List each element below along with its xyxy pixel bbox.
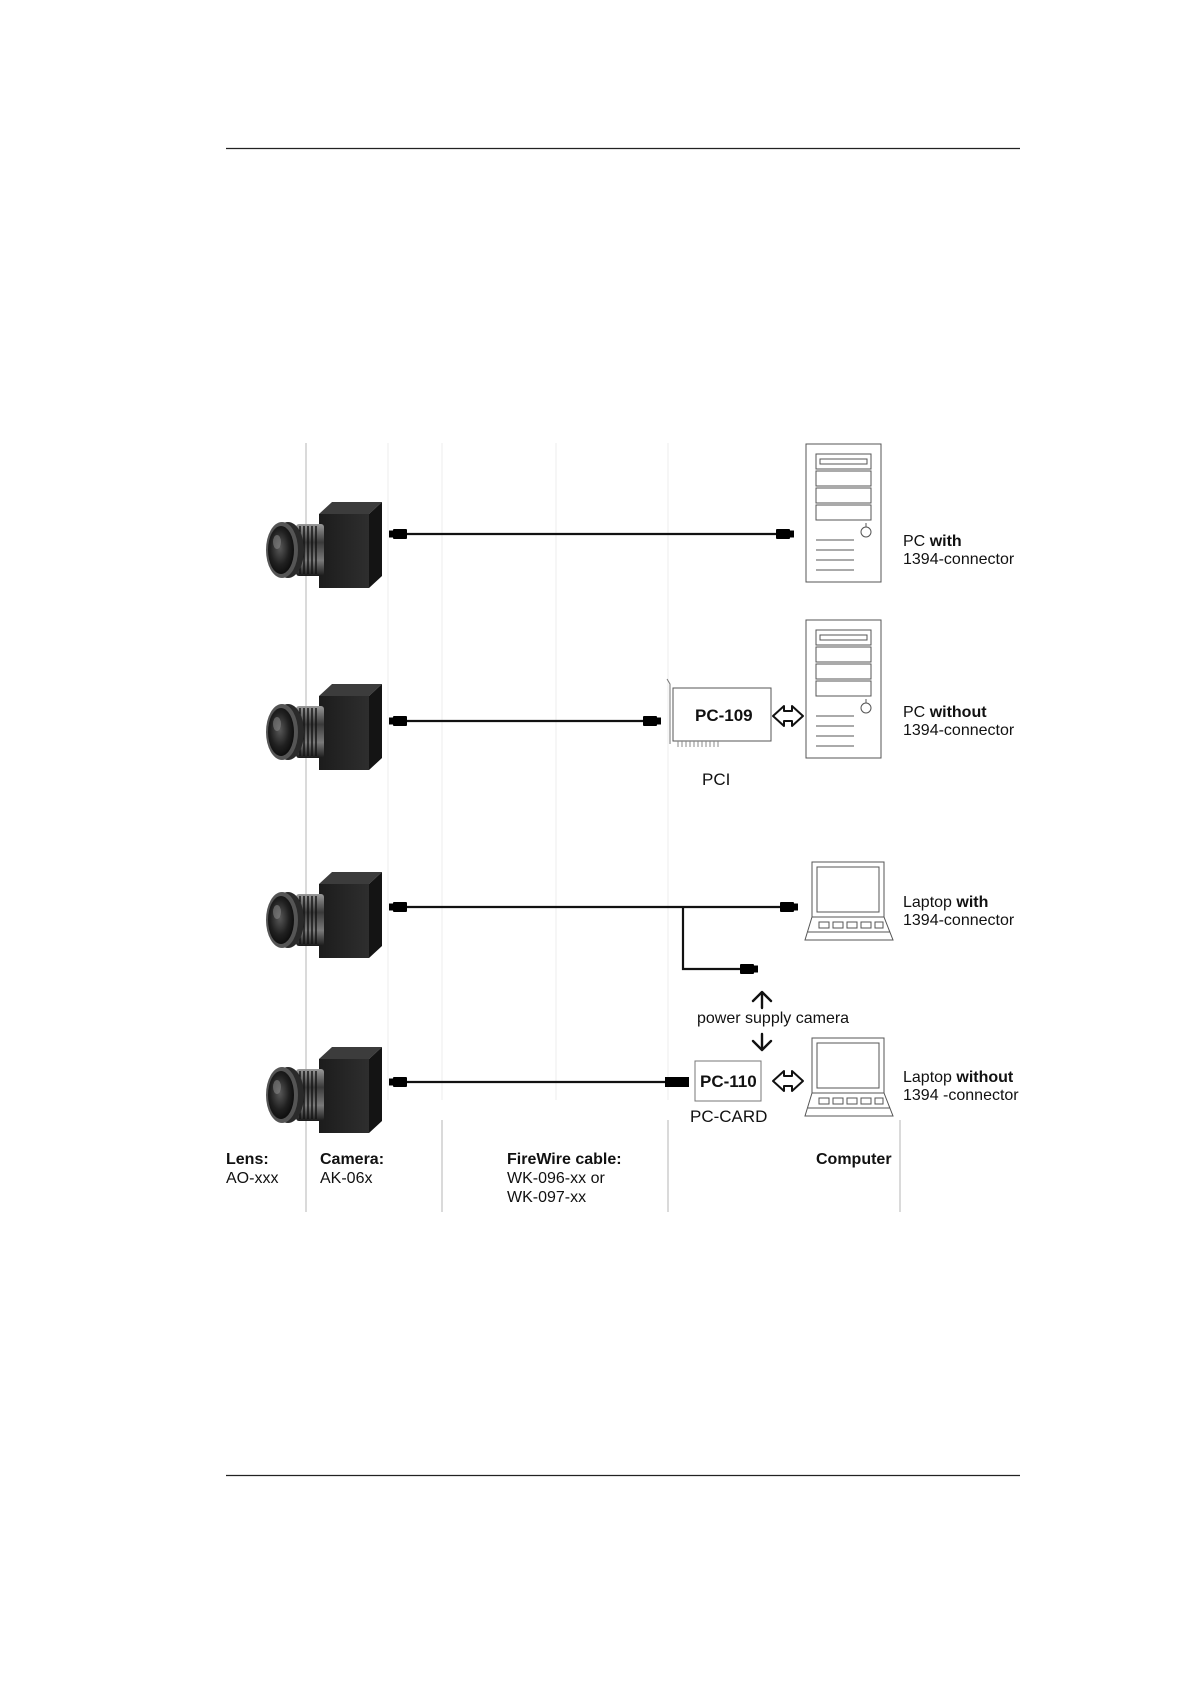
camera-icon [266, 684, 382, 770]
bidirectional-arrow-icon [773, 1071, 803, 1091]
device-label-pc-with: PC with [903, 532, 962, 551]
firewire-cable [389, 529, 794, 539]
camera-icon [266, 872, 382, 958]
column-header-cable: FireWire cable: WK-096-xx or WK-097-xx [507, 1150, 622, 1207]
power-supply-label: power supply camera [697, 1009, 849, 1028]
connector-label: 1394-connector [903, 721, 1014, 740]
connector-label: 1394-connector [903, 550, 1014, 569]
card-label: PC-110 [700, 1072, 757, 1092]
bidirectional-arrow-icon [773, 706, 803, 726]
column-header-lens: Lens: AO-xxx [226, 1150, 278, 1188]
device-label-laptop-with: Laptop with [903, 893, 988, 912]
column-header-computer: Computer [816, 1150, 892, 1169]
device-label-laptop-without: Laptop without [903, 1068, 1013, 1087]
connector-label: 1394-connector [903, 911, 1014, 930]
camera-icon [266, 1047, 382, 1133]
firewire-cable [389, 1077, 689, 1087]
connector-label: 1394 -connector [903, 1086, 1019, 1105]
desktop-pc-icon [806, 620, 881, 758]
card-type-label: PCI [702, 770, 730, 789]
camera-icon [266, 502, 382, 588]
card-type-label: PC-CARD [690, 1107, 767, 1126]
laptop-icon [805, 1038, 893, 1116]
device-label-pc-without: PC without [903, 703, 987, 722]
card-label: PC-109 [695, 706, 753, 726]
laptop-icon [805, 862, 893, 940]
firewire-cable-with-power-branch [389, 902, 798, 974]
column-header-camera: Camera: AK-06x [320, 1150, 384, 1188]
desktop-pc-icon [806, 444, 881, 582]
firewire-cable [389, 716, 661, 726]
